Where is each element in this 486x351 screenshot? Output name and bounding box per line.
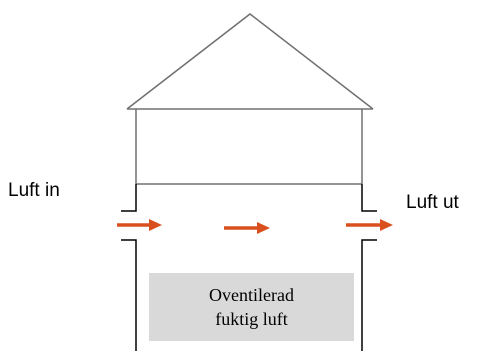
airflow-arrow-in [117, 219, 162, 231]
air-out-label: Luft ut [406, 192, 459, 213]
right-wall-lower-segment [361, 239, 377, 351]
box-text-line-2: fuktig luft [215, 309, 288, 329]
airflow-arrow-out [346, 219, 393, 231]
left-wall-lower-segment [121, 239, 137, 351]
roof-outline [126, 13, 374, 110]
left-wall-upper-segment [121, 184, 137, 212]
right-wall-upper-segment [361, 184, 377, 212]
box-text-line-1: Oventilerad [209, 285, 294, 305]
air-in-label: Luft in [8, 180, 60, 201]
unventilated-humid-air-box: Oventilerad fuktig luft [149, 273, 354, 341]
airflow-arrow-middle [224, 222, 270, 234]
